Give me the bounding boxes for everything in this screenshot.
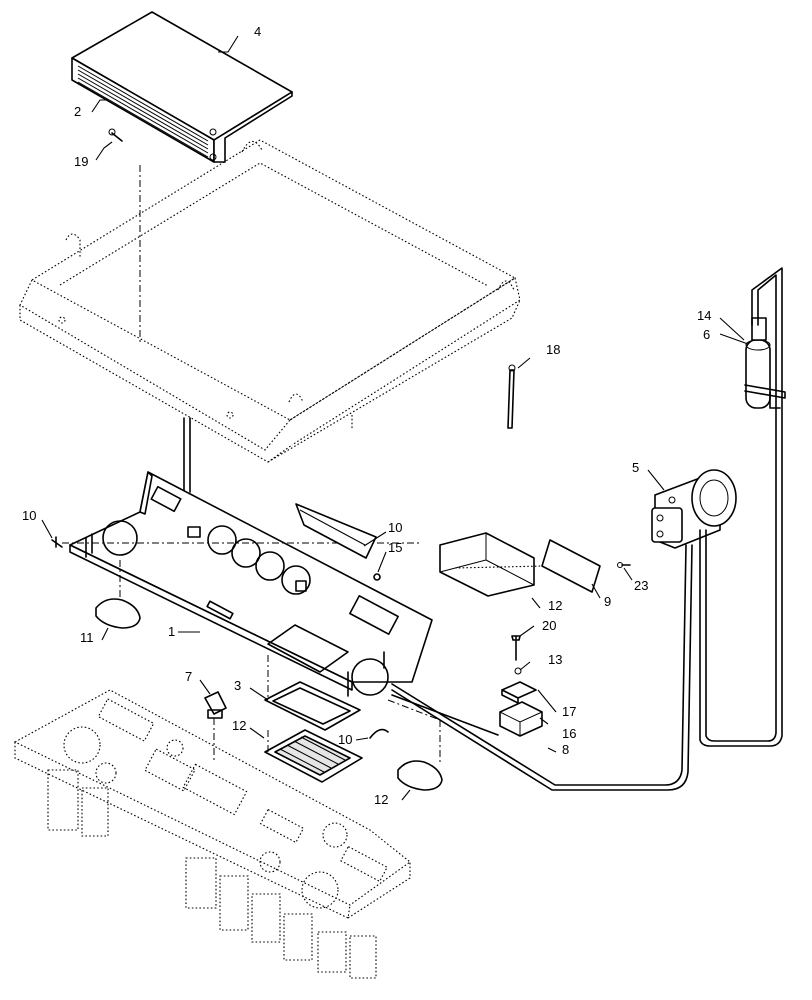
callout-19: 17 [562, 704, 576, 719]
gasket-12-right [397, 760, 443, 791]
clip-10-left [51, 536, 63, 548]
screw-23 [617, 562, 631, 568]
callout-16: 14 [697, 308, 711, 323]
callout-22: 20 [542, 618, 556, 633]
callout-7: 7 [185, 669, 192, 684]
callout-12b: 12 [374, 792, 388, 807]
leader-lines [41, 35, 749, 801]
hoses [391, 267, 783, 791]
cover-housing [71, 11, 293, 163]
callout-20: 18 [546, 342, 560, 357]
callout-17: 15 [388, 540, 402, 555]
block-stack [499, 635, 543, 737]
receiver-drier [744, 317, 786, 409]
console [13, 689, 411, 979]
fastener-17 [373, 573, 381, 581]
duct-14 [439, 532, 535, 597]
clip-20 [507, 364, 516, 429]
cab-roof [19, 139, 521, 463]
callout-11: 10 [388, 520, 402, 535]
callout-6: 6 [703, 327, 710, 342]
filter-13 [264, 729, 363, 783]
callout-13: 12 [232, 718, 246, 733]
callout-23: 23 [634, 578, 648, 593]
callouts: 4 2 19 18 14 6 5 10 10 15 23 12 9 20 1 1… [22, 24, 711, 807]
callout-10a: 10 [22, 508, 36, 523]
frame-3 [264, 681, 361, 731]
callout-9: 9 [604, 594, 611, 609]
callout-2: 2 [74, 104, 81, 119]
callout-3: 3 [234, 678, 241, 693]
callout-8: 8 [562, 742, 569, 757]
callout-18: 16 [562, 726, 576, 741]
clip-10-right [369, 728, 389, 739]
dash-panel [69, 471, 433, 697]
callout-4: 4 [254, 24, 261, 39]
callout-5: 5 [632, 460, 639, 475]
screw-21 [108, 128, 123, 142]
callout-21: 19 [74, 154, 88, 169]
callout-10b: 10 [338, 732, 352, 747]
callout-1: 1 [168, 624, 175, 639]
compressor [651, 469, 737, 549]
plate-11 [295, 503, 377, 559]
switch-7 [204, 691, 227, 719]
callout-12a: 11 [80, 630, 94, 645]
callout-14: 12 [548, 598, 562, 613]
callout-15: 13 [548, 652, 562, 667]
gasket-12-left [95, 598, 141, 629]
plate-9 [541, 539, 601, 593]
